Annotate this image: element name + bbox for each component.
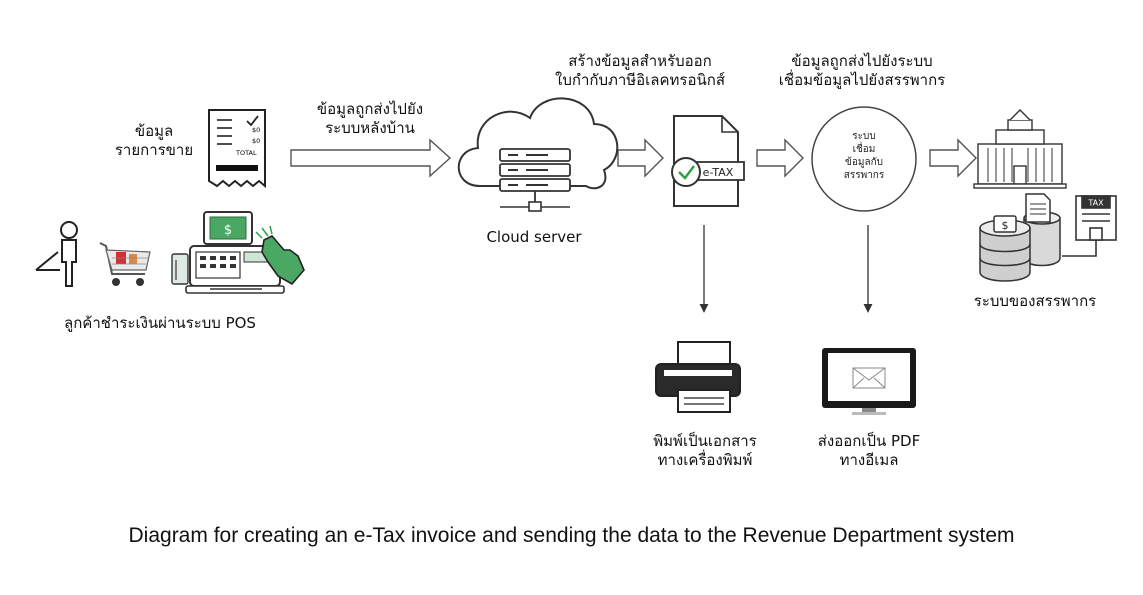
link-system-circle	[811, 106, 917, 212]
cloud-server-icon	[457, 97, 619, 212]
receipt-line2: $0	[252, 137, 260, 145]
label-sent-to-backend: ข้อมูลถูกส่งไปยัง ระบบหลังบ้าน	[290, 100, 450, 138]
receipt-total: TOTAL	[235, 149, 257, 157]
etax-badge: e-TAX	[703, 166, 734, 179]
label-print-document-line2: ทางเครื่องพิมพ์	[657, 451, 753, 469]
flow-arrow-4	[929, 138, 977, 178]
label-print-document: พิมพ์เป็นเอกสาร ทางเครื่องพิมพ์	[620, 432, 790, 470]
label-link-circle-line2: เชื่อม	[852, 144, 876, 155]
label-customer-pays-pos: ลูกค้าชำระเงินผ่านระบบ POS	[64, 314, 256, 332]
label-revenue-system: ระบบของสรรพากร	[973, 292, 1097, 310]
label-link-circle: ระบบ เชื่อม ข้อมูลกับ สรรพากร	[824, 130, 904, 182]
label-create-etax-line1: สร้างข้อมูลสำหรับออก	[568, 52, 712, 70]
label-sales-data: ข้อมูล รายการขาย	[108, 122, 200, 160]
receipt-icon: $0 $0 TOTAL	[208, 109, 266, 189]
monitor-email-icon	[822, 348, 916, 415]
shopping-cart-icon	[99, 242, 151, 286]
printer-icon	[655, 341, 741, 413]
label-print-document-line1: พิมพ์เป็นเอกสาร	[653, 432, 757, 450]
label-link-circle-line4: สรรพากร	[843, 170, 885, 181]
label-send-pdf-email-line2: ทางอีเมล	[839, 451, 899, 469]
flow-arrow-1	[290, 138, 452, 178]
label-cloud-server: Cloud server	[486, 228, 582, 246]
etax-document-icon: e-TAX	[671, 115, 745, 207]
label-create-etax: สร้างข้อมูลสำหรับออก ใบกำกับภาษีอิเลคทรอ…	[530, 52, 750, 90]
flow-arrow-2	[617, 138, 664, 178]
diagram-caption: Diagram for creating an e-Tax invoice an…	[128, 524, 1015, 547]
label-send-pdf-email: ส่งออกเป็น PDF ทางอีเมล	[784, 432, 954, 470]
label-sent-to-link-system-line1: ข้อมูลถูกส่งไปยังระบบ	[791, 52, 933, 70]
hand-pointer-icon	[255, 225, 305, 286]
flow-arrow-3	[756, 138, 804, 178]
label-sales-data-line2: รายการขาย	[114, 141, 194, 159]
label-sent-to-link-system: ข้อมูลถูกส่งไปยังระบบ เชื่อมข้อมูลไปยังส…	[752, 52, 972, 90]
database-symbol: $	[1002, 219, 1009, 232]
database-icon: $	[979, 193, 1061, 282]
pos-terminal-icon: $	[171, 211, 285, 294]
label-sent-to-link-system-line2: เชื่อมข้อมูลไปยังสรรพากร	[778, 71, 946, 89]
label-sent-to-backend-line1: ข้อมูลถูกส่งไปยัง	[316, 100, 424, 118]
customer-icon	[35, 221, 78, 287]
label-link-circle-line3: ข้อมูลกับ	[845, 157, 883, 168]
tax-tag: TAX	[1087, 199, 1104, 208]
label-link-circle-line1: ระบบ	[852, 131, 876, 142]
label-send-pdf-email-line1: ส่งออกเป็น PDF	[817, 432, 921, 450]
label-sent-to-backend-line2: ระบบหลังบ้าน	[325, 119, 415, 137]
label-create-etax-line2: ใบกำกับภาษีอิเลคทรอนิกส์	[555, 71, 725, 89]
revenue-building-icon	[973, 109, 1067, 189]
receipt-line1: $0	[252, 126, 260, 134]
tax-document-icon: TAX	[1062, 195, 1117, 257]
pos-screen-symbol: $	[224, 223, 232, 238]
label-sales-data-line1: ข้อมูล	[134, 122, 174, 140]
